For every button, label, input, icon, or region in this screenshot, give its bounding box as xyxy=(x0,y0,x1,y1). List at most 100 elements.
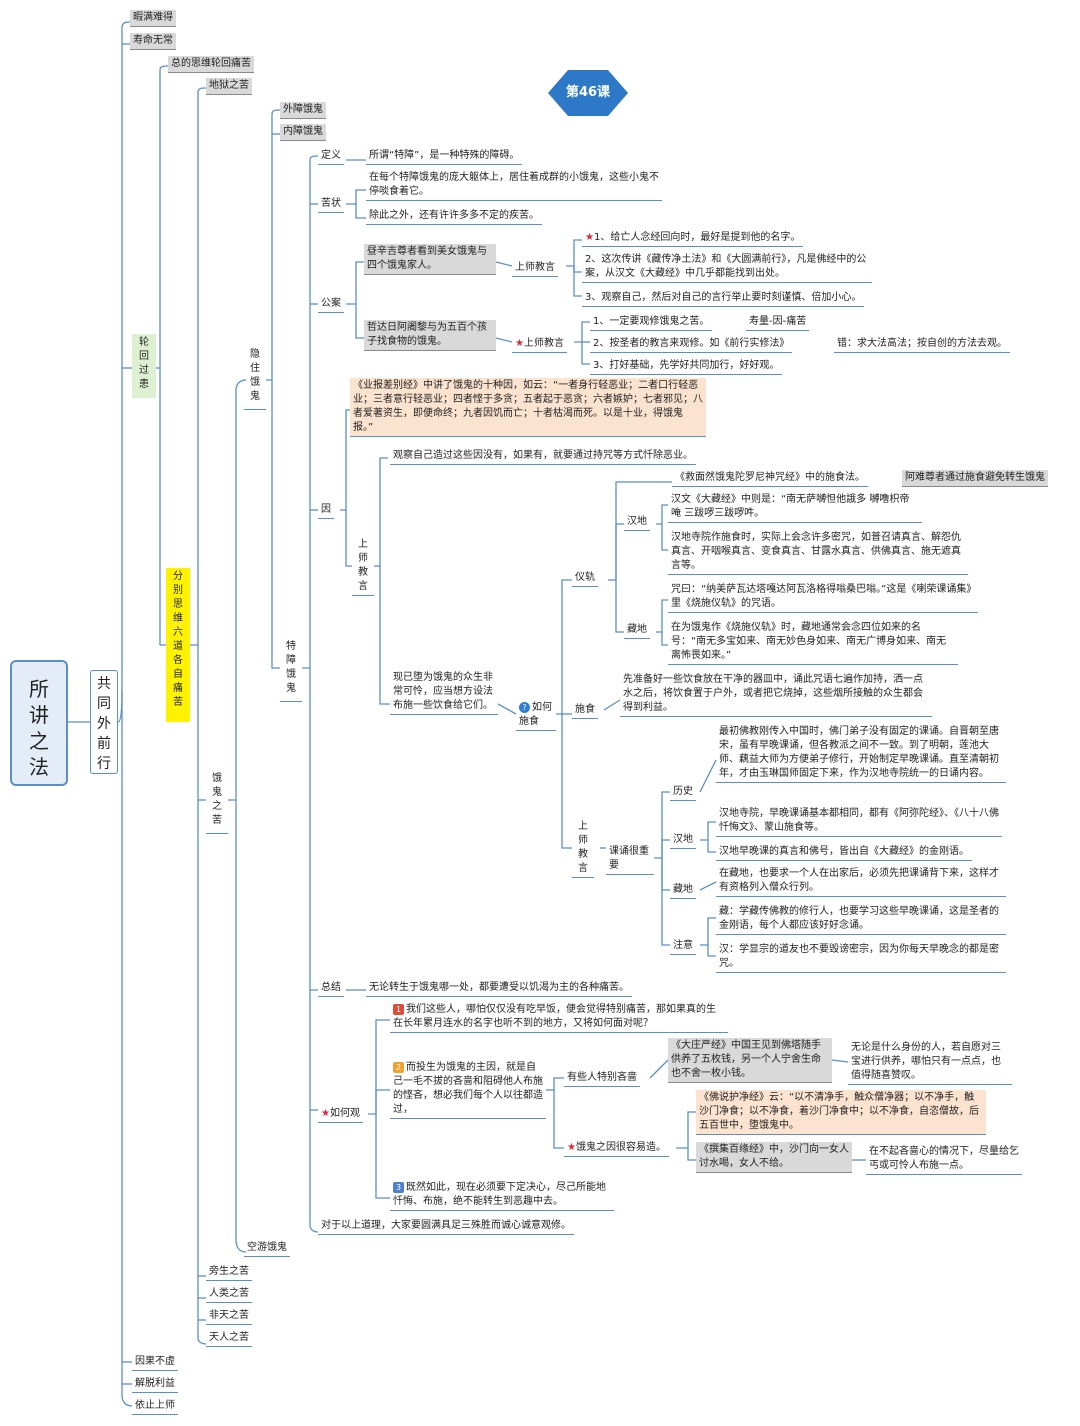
yin-quote: 《业报差别经》中讲了饿鬼的十种因，如云：“一者身行轻恶业；二者口行轻恶业；三者意… xyxy=(350,378,706,437)
kesong-lishi: 最初佛教刚传入中国时，佛门弟子没有固定的课诵。自晋朝至唐宋，虽有早晚课诵，但各教… xyxy=(716,724,1006,783)
topic-gongan[interactable]: 公案 xyxy=(318,296,344,313)
yin-shishi-intro: 现已堕为饿鬼的众生非常可怜，应当想方设法布施一些饮食给它们。 xyxy=(390,670,498,715)
topic-zong[interactable]: 总的思维轮回痛苦 xyxy=(168,56,254,73)
topic-yinzhu-label: 隐住饿鬼 xyxy=(250,349,260,402)
yin-teach-2[interactable]: 上师教言 xyxy=(572,818,594,878)
topic-kuzhuang[interactable]: 苦状 xyxy=(318,196,344,213)
topic-yizhi[interactable]: 依止上师 xyxy=(132,1398,178,1415)
case2-teaching-1: 1、一定要观修饿鬼之苦。 xyxy=(590,314,713,331)
yin-teach-label: 上师教言 xyxy=(358,539,368,592)
ruheguan-p2-a-note: 无论是什么身份的人，若自愿对三宝进行供养，哪怕只有一点点，也值得随喜赞叹。 xyxy=(848,1040,1012,1085)
topic-ruheguan[interactable]: ★如何观 xyxy=(318,1106,363,1123)
case2-teaching-2: 2、按圣者的教言来观修。如《前行实修法》 xyxy=(590,336,793,353)
number-3-icon: 3 xyxy=(393,1181,404,1193)
question-icon: ? xyxy=(519,701,530,713)
topic-tezhang-label: 特障饿鬼 xyxy=(286,641,296,694)
topic-dingyi[interactable]: 定义 xyxy=(318,148,344,165)
root-topic-label: 所讲之法 xyxy=(29,677,49,779)
ruheguan-final: 对于以上道理，大家要圆满具足三殊胜而诚心诚意观修。 xyxy=(318,1218,574,1235)
case1-teaching-1: ★1、给亡人念经回向时，最好是提到他的名字。 xyxy=(582,230,804,247)
topic-ruheshishi-label: 如何施食 xyxy=(519,702,552,727)
topic-ruheguan-label: 如何观 xyxy=(329,1108,360,1119)
topic-pangsheng[interactable]: 旁生之苦 xyxy=(206,1264,252,1281)
topic-yin[interactable]: 因 xyxy=(318,502,334,519)
level1-topic[interactable]: 共同外前行 xyxy=(90,670,118,774)
case2-note-2: 错：求大法高法；按自创的方法去观。 xyxy=(834,336,1010,353)
topic-tianren[interactable]: 天人之苦 xyxy=(206,1330,252,1347)
topic-yinzhu[interactable]: 隐住饿鬼 xyxy=(244,346,266,410)
topic-shouming[interactable]: 寿命无常 xyxy=(130,33,176,50)
kuzhuang-item-2: 除此之外，还有许许多多不定的疾苦。 xyxy=(366,208,542,225)
yigui-han-label[interactable]: 汉地 xyxy=(624,514,650,531)
root-topic[interactable]: 所讲之法 xyxy=(10,660,68,786)
ruheguan-p1-text: 我们这些人，哪怕仅仅没有吃早饭，便会觉得特别痛苦，那如果真的生在长年累月连水的名… xyxy=(393,1004,716,1029)
yigui-zang-1: 咒曰：“纳美萨瓦达塔嘎达阿瓦洛格得嗡桑巴嗡。”这是《喇荣课诵集》里《烧施仪轨》的… xyxy=(668,582,978,613)
ruheguan-p2-b-quote1: 《佛说护净经》云：“以不清净手，触众僧净器；以不净手，触沙门净食；以不净食，着沙… xyxy=(696,1090,986,1135)
shishi-text: 先准备好一些饮食放在干净的器皿中，诵此咒语七遍作加持，洒一点水之后，将饮食置于户… xyxy=(620,672,932,717)
star-icon: ★ xyxy=(515,338,524,349)
ruheguan-p2-a-quote: 《大庄严经》中国王见到佛塔随手供养了五枚钱，另一个人宁舍生命也不舍一枚小钱。 xyxy=(668,1038,832,1083)
topic-ruheshishi[interactable]: ?如何施食 xyxy=(516,700,556,731)
ruheguan-p3-text: 既然如此，现在必须要下定决心，尽己所能地忏悔、布施，绝不能转生到恶趣中去。 xyxy=(393,1182,606,1207)
gongan-case-2: 哲达日阿阇黎与为五百个孩子找食物的饿鬼。 xyxy=(364,320,496,351)
topic-kesong[interactable]: 课诵很重要 xyxy=(606,844,654,875)
topic-jietuo[interactable]: 解脱利益 xyxy=(132,1376,178,1393)
star-icon: ★ xyxy=(585,232,594,243)
topic-yinguo[interactable]: 因果不虚 xyxy=(132,1354,178,1371)
yigui-han-1: 汉文《大藏经》中则是：“南无萨嚩怛他誐多 嚩噜枳帝 唵 三跋啰三跋啰吽。 xyxy=(668,492,922,523)
topic-shishi[interactable]: 施食 xyxy=(572,702,598,719)
topic-xiaman[interactable]: 暇满难得 xyxy=(130,10,176,27)
topic-zongjie[interactable]: 总结 xyxy=(318,980,344,997)
ruheguan-p2-text: 而投生为饿鬼的主因，就是自己一毛不拔的吝啬和阻碍他人布施的悭吝，想必我们每个人以… xyxy=(393,1062,543,1115)
topic-neizhang[interactable]: 内障饿鬼 xyxy=(280,124,326,141)
number-2-icon: 2 xyxy=(393,1061,404,1073)
dingyi-text: 所谓“特障”，是一种特殊的障碍。 xyxy=(366,148,523,165)
topic-lunhui-label: 轮回过患 xyxy=(139,337,149,390)
topic-tezhang[interactable]: 特障饿鬼 xyxy=(280,638,302,702)
yin-teach[interactable]: 上师教言 xyxy=(352,536,374,596)
star-icon: ★ xyxy=(567,1142,576,1153)
topic-kongyou[interactable]: 空游饿鬼 xyxy=(244,1240,290,1257)
lesson-badge-shape xyxy=(548,70,628,116)
ruheguan-p2-b-note: 在不起吝啬心的情况下，尽量给乞丐或可怜人布施一点。 xyxy=(866,1144,1022,1175)
case2-teaching-3: 3、打好基础，先学好共同加行，好好观。 xyxy=(590,358,783,375)
yin-teach-2-label: 上师教言 xyxy=(578,821,588,874)
case1-teaching-2: 2、这次传讲《藏传净土法》和《大圆满前行》，凡是佛经中的公案，从汉文《大藏经》中… xyxy=(582,252,872,283)
gongan-case2-teach[interactable]: ★上师教言 xyxy=(512,336,567,353)
kesong-zhuyi-1: 藏：学藏传佛教的修行人，也要学习这些早晚课诵，这是圣者的金刚语，每个人都应该好好… xyxy=(716,904,1006,935)
ruheguan-p2-b-quote2: 《撰集百缘经》中，沙门向一女人讨水喝，女人不给。 xyxy=(696,1142,852,1173)
topic-lunhui[interactable]: 轮回过患 xyxy=(132,334,156,398)
star-icon: ★ xyxy=(321,1108,330,1119)
topic-feitian[interactable]: 非天之苦 xyxy=(206,1308,252,1325)
kesong-han-label[interactable]: 汉地 xyxy=(670,832,696,849)
topic-fenbie-label: 分别思维六道各自痛苦 xyxy=(173,571,183,708)
kesong-zhuyi-label[interactable]: 注意 xyxy=(670,938,696,955)
kuzhuang-item-1: 在每个特障饿鬼的庞大躯体上，居住着成群的小饿鬼，这些小鬼不停啖食着它。 xyxy=(366,170,662,201)
topic-egui[interactable]: 饿鬼之苦 xyxy=(206,770,228,834)
topic-renlei[interactable]: 人类之苦 xyxy=(206,1286,252,1303)
ruheguan-p2-b[interactable]: ★饿鬼之因很容易造。 xyxy=(564,1140,669,1157)
yin-observe: 观察自己造过这些因没有，如果有，就要通过持咒等方式忏除恶业。 xyxy=(390,448,696,465)
kesong-zang-label[interactable]: 藏地 xyxy=(670,882,696,899)
gongan-case2-teach-label: 上师教言 xyxy=(523,338,564,349)
case1-teaching-3: 3、观察自己，然后对自己的言行举止要时刻谨慎、倍加小心。 xyxy=(582,290,865,307)
topic-diyu[interactable]: 地狱之苦 xyxy=(206,78,252,95)
kesong-han-1: 汉地寺院，早晚课诵基本都相同，都有《阿弥陀经》、《八十八佛忏悔文》、蒙山施食等。 xyxy=(716,806,1002,837)
topic-waizhang[interactable]: 外障饿鬼 xyxy=(280,102,326,119)
ruheguan-p2-a[interactable]: 有些人特别吝啬 xyxy=(564,1070,640,1087)
number-1-icon: 1 xyxy=(393,1003,404,1015)
topic-fenbie[interactable]: 分别思维六道各自痛苦 xyxy=(166,568,190,722)
yigui-han-2: 汉地寺院作施食时，实际上会念许多密咒，如普召请真言、解怨仇真言、开咽喉真言、变食… xyxy=(668,530,968,575)
kesong-lishi-label[interactable]: 历史 xyxy=(670,784,696,801)
kesong-zang: 在藏地，也要求一个人在出家后，必须先把课诵背下来，这样才有资格列入僧众行列。 xyxy=(716,866,1006,897)
ruheguan-p2-b-text: 饿鬼之因很容易造。 xyxy=(575,1142,666,1153)
kesong-han-2: 汉地早晚课的真言和佛号，皆出自《大藏经》的金刚语。 xyxy=(716,844,972,861)
yigui-top: 《救面然饿鬼陀罗尼神咒经》中的施食法。 xyxy=(672,470,868,487)
yigui-zang-label[interactable]: 藏地 xyxy=(624,622,650,639)
yigui-zang-2: 在为饿鬼作《烧施仪轨》时，藏地通常会念四位如来的名号：“南无多宝如来、南无妙色身… xyxy=(668,620,958,665)
gongan-case1-teach[interactable]: 上师教言 xyxy=(512,260,558,277)
topic-yigui[interactable]: 仪轨 xyxy=(572,570,598,587)
yigui-top-note: 阿难尊者通过施食避免转生饿鬼 xyxy=(902,470,1048,487)
